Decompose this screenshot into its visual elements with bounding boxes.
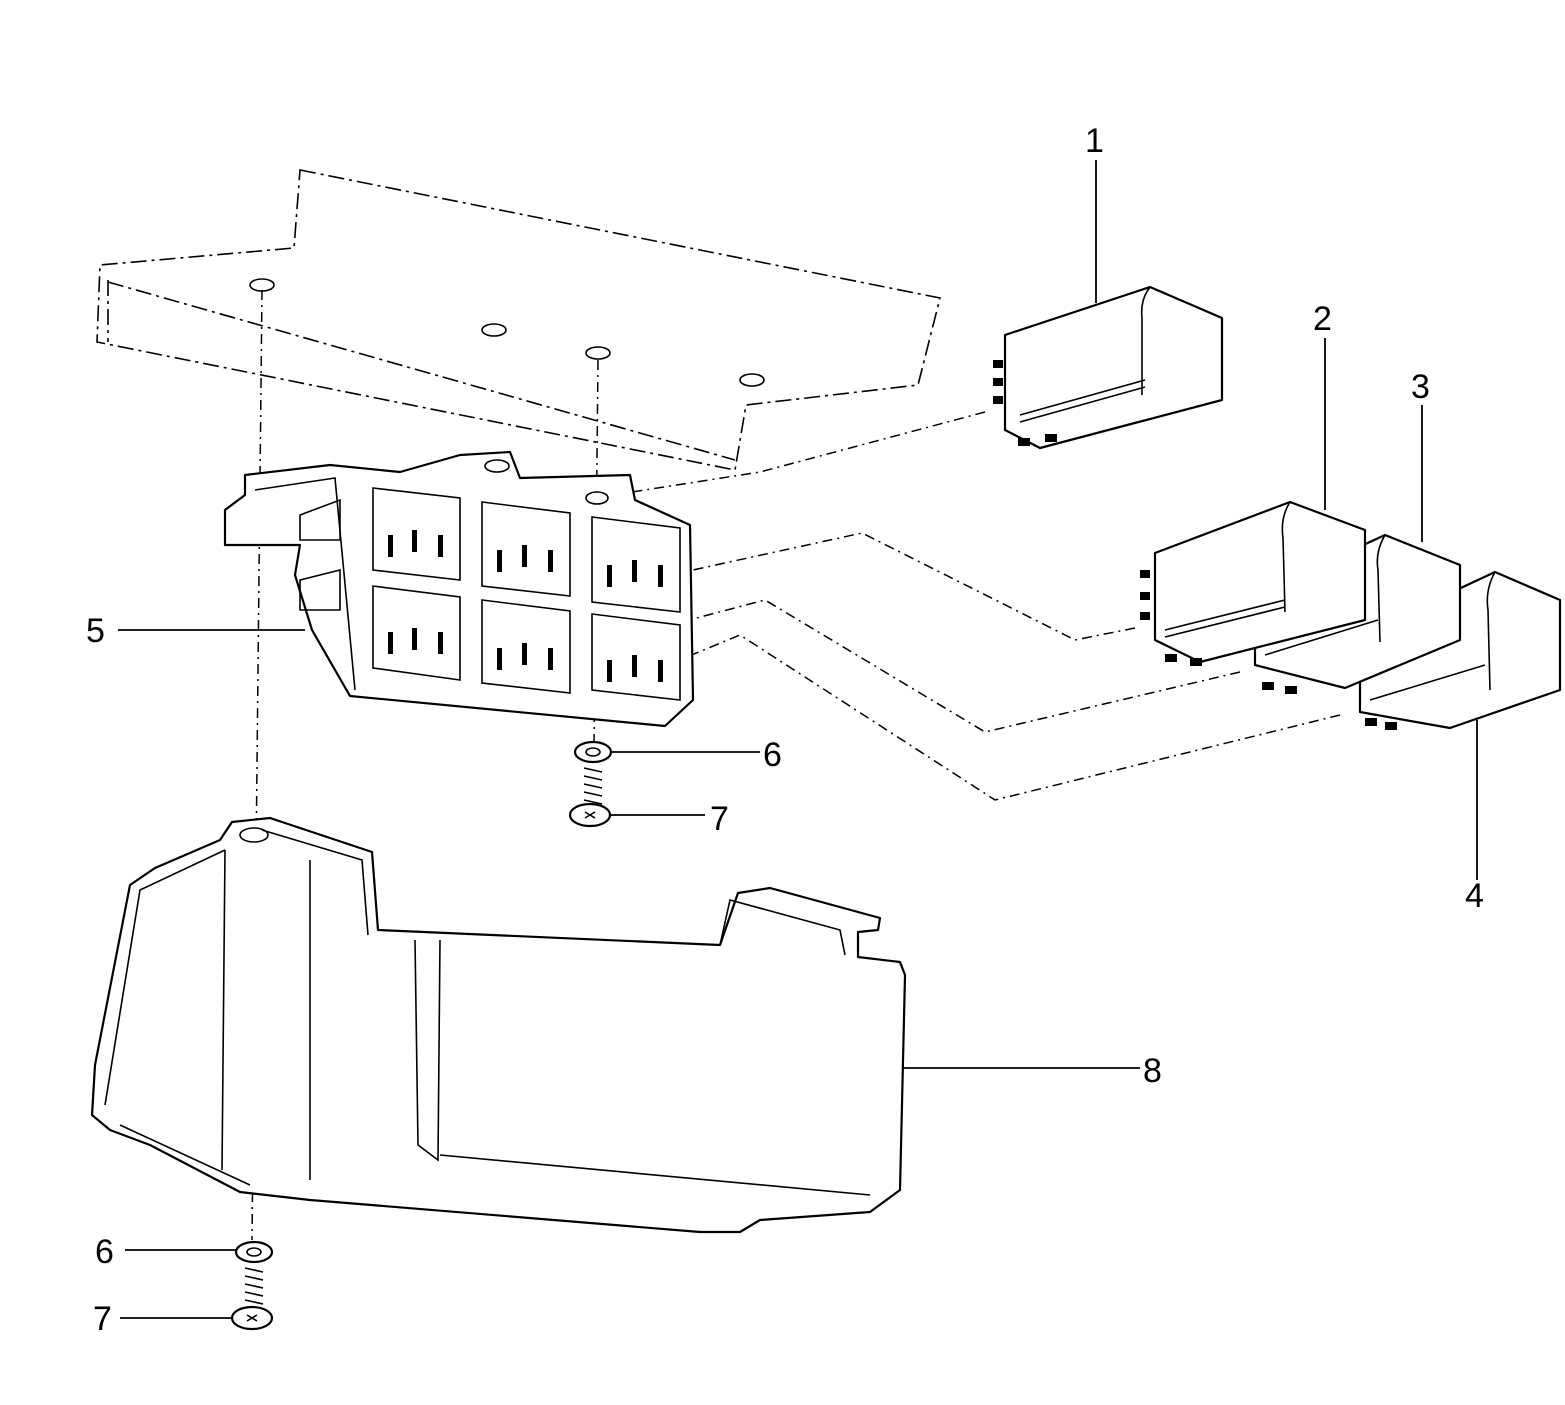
callout-7-right: 7 — [710, 800, 729, 838]
callout-2: 2 — [1313, 300, 1332, 338]
callout-5: 5 — [86, 612, 105, 650]
callout-6-right: 6 — [763, 736, 782, 774]
relay-carrier-part-5 — [223, 450, 695, 728]
relay-part-1 — [993, 285, 1224, 450]
washer-screw-set-right — [568, 740, 613, 828]
cover-housing-part-8 — [90, 816, 907, 1234]
callout-7-left: 7 — [93, 1300, 112, 1338]
relay-part-2 — [1140, 500, 1367, 666]
callout-6-left: 6 — [95, 1233, 114, 1271]
callout-3: 3 — [1411, 368, 1430, 406]
washer-screw-set-left — [230, 1240, 274, 1331]
callout-labels: 1 2 3 4 5 6 7 8 6 7 — [86, 122, 1484, 1338]
phantom-mounting-panel — [96, 169, 941, 471]
callout-4: 4 — [1465, 877, 1484, 915]
callout-leaders — [118, 160, 1478, 1319]
relay-assembly-paths — [599, 411, 1341, 801]
callout-1: 1 — [1085, 122, 1104, 160]
callout-8: 8 — [1143, 1052, 1162, 1090]
relay-part-4 — [1358, 570, 1562, 730]
relay-socket-grid — [372, 487, 681, 701]
